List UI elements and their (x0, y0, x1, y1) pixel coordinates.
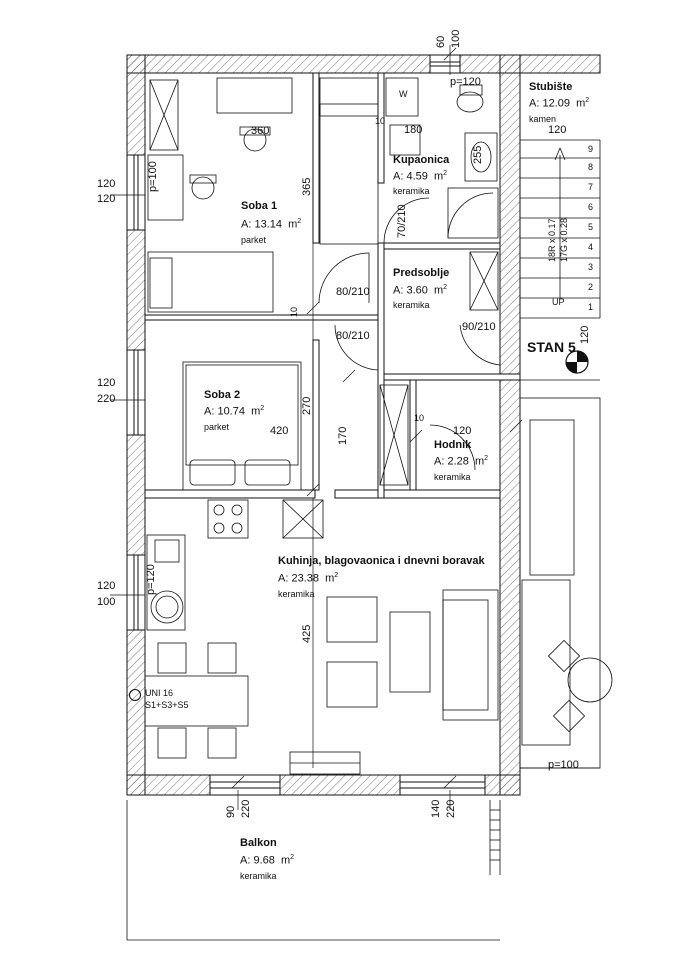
dim-10b: 10 (289, 306, 299, 317)
door-label-80-210b: 80/210 (336, 330, 370, 342)
door-label-70-210: 70/210 (396, 204, 408, 238)
room-material-soba1: parket (241, 235, 267, 245)
meter-icon (129, 689, 141, 701)
dim-365: 365 (301, 177, 313, 196)
room-area-hodnik: A: 2.28 m2 (434, 455, 489, 468)
note-stair-risers: 18R x 0.17 (547, 218, 557, 262)
soba2-furniture (182, 361, 409, 491)
room-area-stubiste: A: 12.09 m2 (529, 97, 590, 110)
room-area-kupaonica: A: 4.59 m2 (393, 170, 448, 183)
dim-180: 180 (404, 124, 423, 136)
dim-120-hodnik: 120 (453, 425, 472, 437)
dim-120-stair: 120 (548, 124, 567, 136)
staircase (519, 139, 601, 381)
dim-bottom-140: 140 (430, 799, 442, 818)
door-label-80-210a: 80/210 (336, 286, 370, 298)
room-area-balkon: A: 9.68 m2 (240, 854, 295, 867)
stair-number: 2 (588, 282, 594, 292)
room-name-stubiste: Stubište (529, 81, 573, 93)
stair-number: 4 (588, 242, 594, 252)
note-p100a: p=100 (147, 161, 159, 192)
room-material-kuhinja: keramika (278, 589, 315, 599)
kitchen-living-furniture (144, 499, 499, 775)
stair-number: 1 (588, 302, 594, 312)
dim-360: 360 (251, 125, 270, 137)
stair-number: 7 (588, 182, 594, 192)
stair-number: 6 (588, 202, 594, 212)
room-name-kuhinja: Kuhinja, blagovaonica i dnevni boravak (278, 555, 485, 567)
room-material-stubiste: kamen (529, 114, 557, 124)
dim-left-220: 220 (97, 393, 116, 405)
door-label-90-210: 90/210 (462, 321, 496, 333)
room-material-balkon: keramika (240, 871, 277, 881)
dimension-lines (110, 45, 523, 810)
balcony (126, 800, 501, 941)
bathroom-fixtures (385, 77, 499, 311)
section-marker (565, 350, 589, 374)
dim-bottom-220b: 220 (445, 799, 457, 818)
interior-walls (144, 72, 521, 499)
room-material-hodnik: keramika (434, 472, 471, 482)
dim-bottom-90: 90 (225, 805, 237, 818)
door-swings (318, 197, 501, 471)
note-up: UP (552, 297, 565, 307)
dim-left-120a: 120 (97, 178, 116, 190)
dim-10a: 10 (375, 116, 386, 126)
stair-number: 5 (588, 222, 594, 232)
room-material-kupaonica: keramika (393, 186, 430, 196)
stair-number: 3 (588, 262, 594, 272)
stair-number: 9 (588, 144, 594, 154)
note-p120b: p=120 (145, 564, 157, 595)
dim-420: 420 (270, 425, 289, 437)
room-area-kuhinja: A: 23.38 m2 (278, 572, 339, 585)
note-p100b: p=100 (548, 759, 579, 771)
dim-bottom-220a: 220 (240, 799, 252, 818)
dim-top-60: 60 (435, 35, 447, 48)
room-material-soba2: parket (204, 422, 230, 432)
dim-left-120c: 120 (97, 377, 116, 389)
note-uni: UNI 16 (145, 688, 174, 698)
room-name-predsoblje: Predsoblje (393, 267, 450, 279)
dim-170: 170 (337, 426, 349, 445)
note-stair-treads: 17G x 0.28 (559, 217, 569, 262)
dim-425: 425 (301, 624, 313, 643)
dim-270: 270 (301, 396, 313, 415)
stair-number: 8 (588, 162, 594, 172)
unit-label: STAN 5 (527, 339, 576, 355)
dim-left-120d: 120 (97, 580, 116, 592)
room-name-balkon: Balkon (240, 837, 277, 849)
adjacent-unit (519, 397, 613, 769)
exterior-walls (126, 54, 601, 796)
soba1-furniture (147, 77, 379, 313)
room-name-soba1: Soba 1 (241, 200, 278, 212)
room-name-hodnik: Hodnik (434, 439, 472, 451)
dim-120-right: 120 (579, 325, 591, 344)
room-material-predsoblje: keramika (393, 300, 430, 310)
dim-255: 255 (472, 145, 484, 164)
note-p120a: p=120 (450, 76, 481, 88)
room-name-kupaonica: Kupaonica (393, 154, 450, 166)
room-area-predsoblje: A: 3.60 m2 (393, 284, 448, 297)
room-area-soba2: A: 10.74 m2 (204, 405, 265, 418)
dim-left-100: 100 (97, 596, 116, 608)
room-name-soba2: Soba 2 (204, 389, 241, 401)
dim-10c: 10 (414, 413, 425, 423)
note-uni-sub: S1+S3+S5 (145, 700, 189, 710)
dim-left-120b: 120 (97, 193, 116, 205)
room-area-soba1: A: 13.14 m2 (241, 218, 302, 231)
dim-top-100: 100 (450, 29, 462, 48)
note-washer: W (399, 89, 408, 99)
windows (126, 54, 486, 796)
